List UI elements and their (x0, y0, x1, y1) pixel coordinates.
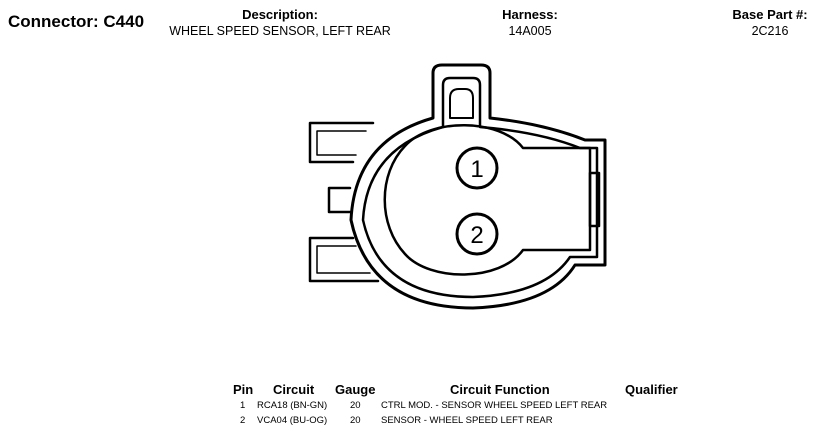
description-value: WHEEL SPEED SENSOR, LEFT REAR (169, 24, 391, 38)
row-gauge: 20 (350, 415, 361, 426)
harness-label: Harness: (502, 7, 558, 22)
row-pin: 1 (240, 400, 246, 411)
connector-title: Connector: C440 (8, 12, 144, 32)
description-block: Description: WHEEL SPEED SENSOR, LEFT RE… (150, 7, 410, 39)
upper-left-ear (308, 121, 375, 164)
lower-left-ear (308, 236, 380, 283)
connector-face-diagram: 1 2 (308, 63, 607, 310)
pin-1: 1 (455, 146, 499, 190)
connector-outer-shell (349, 63, 607, 310)
header-circuit-function: Circuit Function (450, 382, 550, 397)
table-row: 1 RCA18 (BN-GN) 20 CTRL MOD. - SENSOR WH… (0, 400, 827, 415)
header-qualifier: Qualifier (625, 382, 678, 397)
header-circuit: Circuit (273, 382, 315, 397)
header-gauge: Gauge (335, 382, 376, 397)
harness-block: Harness: 14A005 (480, 7, 580, 39)
row-circuit-function: CTRL MOD. - SENSOR WHEEL SPEED LEFT REAR (381, 400, 608, 411)
base-part-label: Base Part #: (732, 7, 808, 22)
pin-2: 2 (455, 212, 499, 256)
left-key-block (327, 186, 352, 214)
row-gauge: 20 (350, 400, 361, 411)
row-circuit-function: SENSOR - WHEEL SPEED LEFT REAR (381, 415, 553, 426)
latch-tab (449, 88, 474, 119)
upper-left-ear-inner (316, 130, 367, 156)
pin-2-circle (455, 212, 499, 256)
pin-1-label: 1 (470, 156, 483, 183)
connector-id: C440 (103, 12, 145, 31)
table-row: 2 VCA04 (BU-OG) 20 SENSOR - WHEEL SPEED … (0, 415, 827, 430)
connector-label: Connector: (8, 12, 99, 31)
pin-2-label: 2 (470, 222, 483, 249)
header-pin: Pin (233, 382, 254, 397)
pin-1-circle (455, 146, 499, 190)
row-circuit: VCA04 (BU-OG) (257, 415, 328, 426)
pin-cavity (383, 124, 592, 276)
row-pin: 2 (240, 415, 246, 426)
base-part-value: 2C216 (751, 24, 789, 38)
lower-left-ear-inner (316, 245, 371, 274)
base-part-block: Base Part #: 2C216 (715, 7, 825, 39)
harness-value: 14A005 (508, 24, 552, 38)
description-label: Description: (242, 7, 318, 22)
right-lock-tab (588, 171, 601, 228)
row-circuit: RCA18 (BN-GN) (257, 400, 328, 411)
